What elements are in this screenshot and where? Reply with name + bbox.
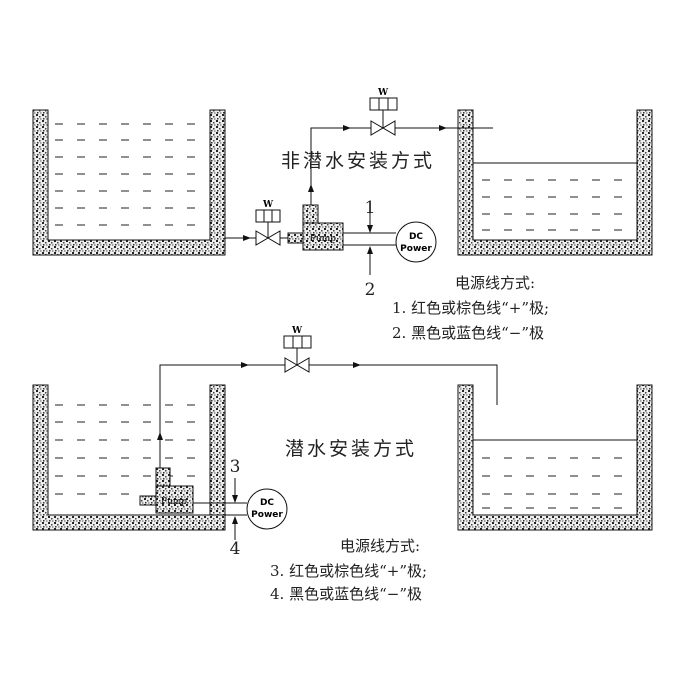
title-submersible: 潜水安装方式 [285,438,417,460]
dc-power-top: DC Power [395,221,437,263]
pump-top: Pump [287,204,344,251]
bottom-piping [157,362,498,468]
pump-bottom: Pump [139,467,194,514]
tank-top-left [32,109,226,256]
svg-text:Power: Power [251,510,283,520]
svg-text:W: W [377,88,389,98]
svg-text:Power: Power [400,244,432,254]
power-note-bottom-1: 3. 红色或棕色线“+”极; [270,562,427,580]
svg-text:DC: DC [409,232,423,242]
power-cable-bottom [193,478,247,540]
power-note-top-1: 1. 红色或棕色线“+”极; [392,299,549,317]
valve-top-inlet: W [255,200,281,246]
tank-bottom-right [457,384,653,531]
svg-text:DC: DC [260,498,274,508]
power-note-bottom-2: 4. 黑色或蓝色线“−”极 [270,585,422,603]
dc-power-bottom: DC Power [246,488,288,530]
wire-label-3: 3 [230,457,241,477]
power-note-heading-top: 电源线方式: [455,274,535,292]
svg-text:Pump: Pump [161,497,187,507]
power-note-top-2: 2. 黑色或蓝色线“−”极 [392,324,544,342]
valve-top-outlet: W [369,88,398,136]
wire-label-1: 1 [365,198,376,218]
svg-text:Pump: Pump [310,234,336,244]
valve-bottom: W [283,326,312,373]
power-cable-top [343,202,396,275]
title-non-submersible: 非潜水安装方式 [281,150,435,172]
wire-label-4: 4 [230,539,241,559]
wire-label-2: 2 [365,280,376,300]
tank-top-right [457,109,653,256]
tank-bottom-left [32,384,226,531]
svg-text:W: W [291,326,303,336]
svg-text:W: W [262,200,274,210]
power-note-heading-bottom: 电源线方式: [340,537,420,555]
